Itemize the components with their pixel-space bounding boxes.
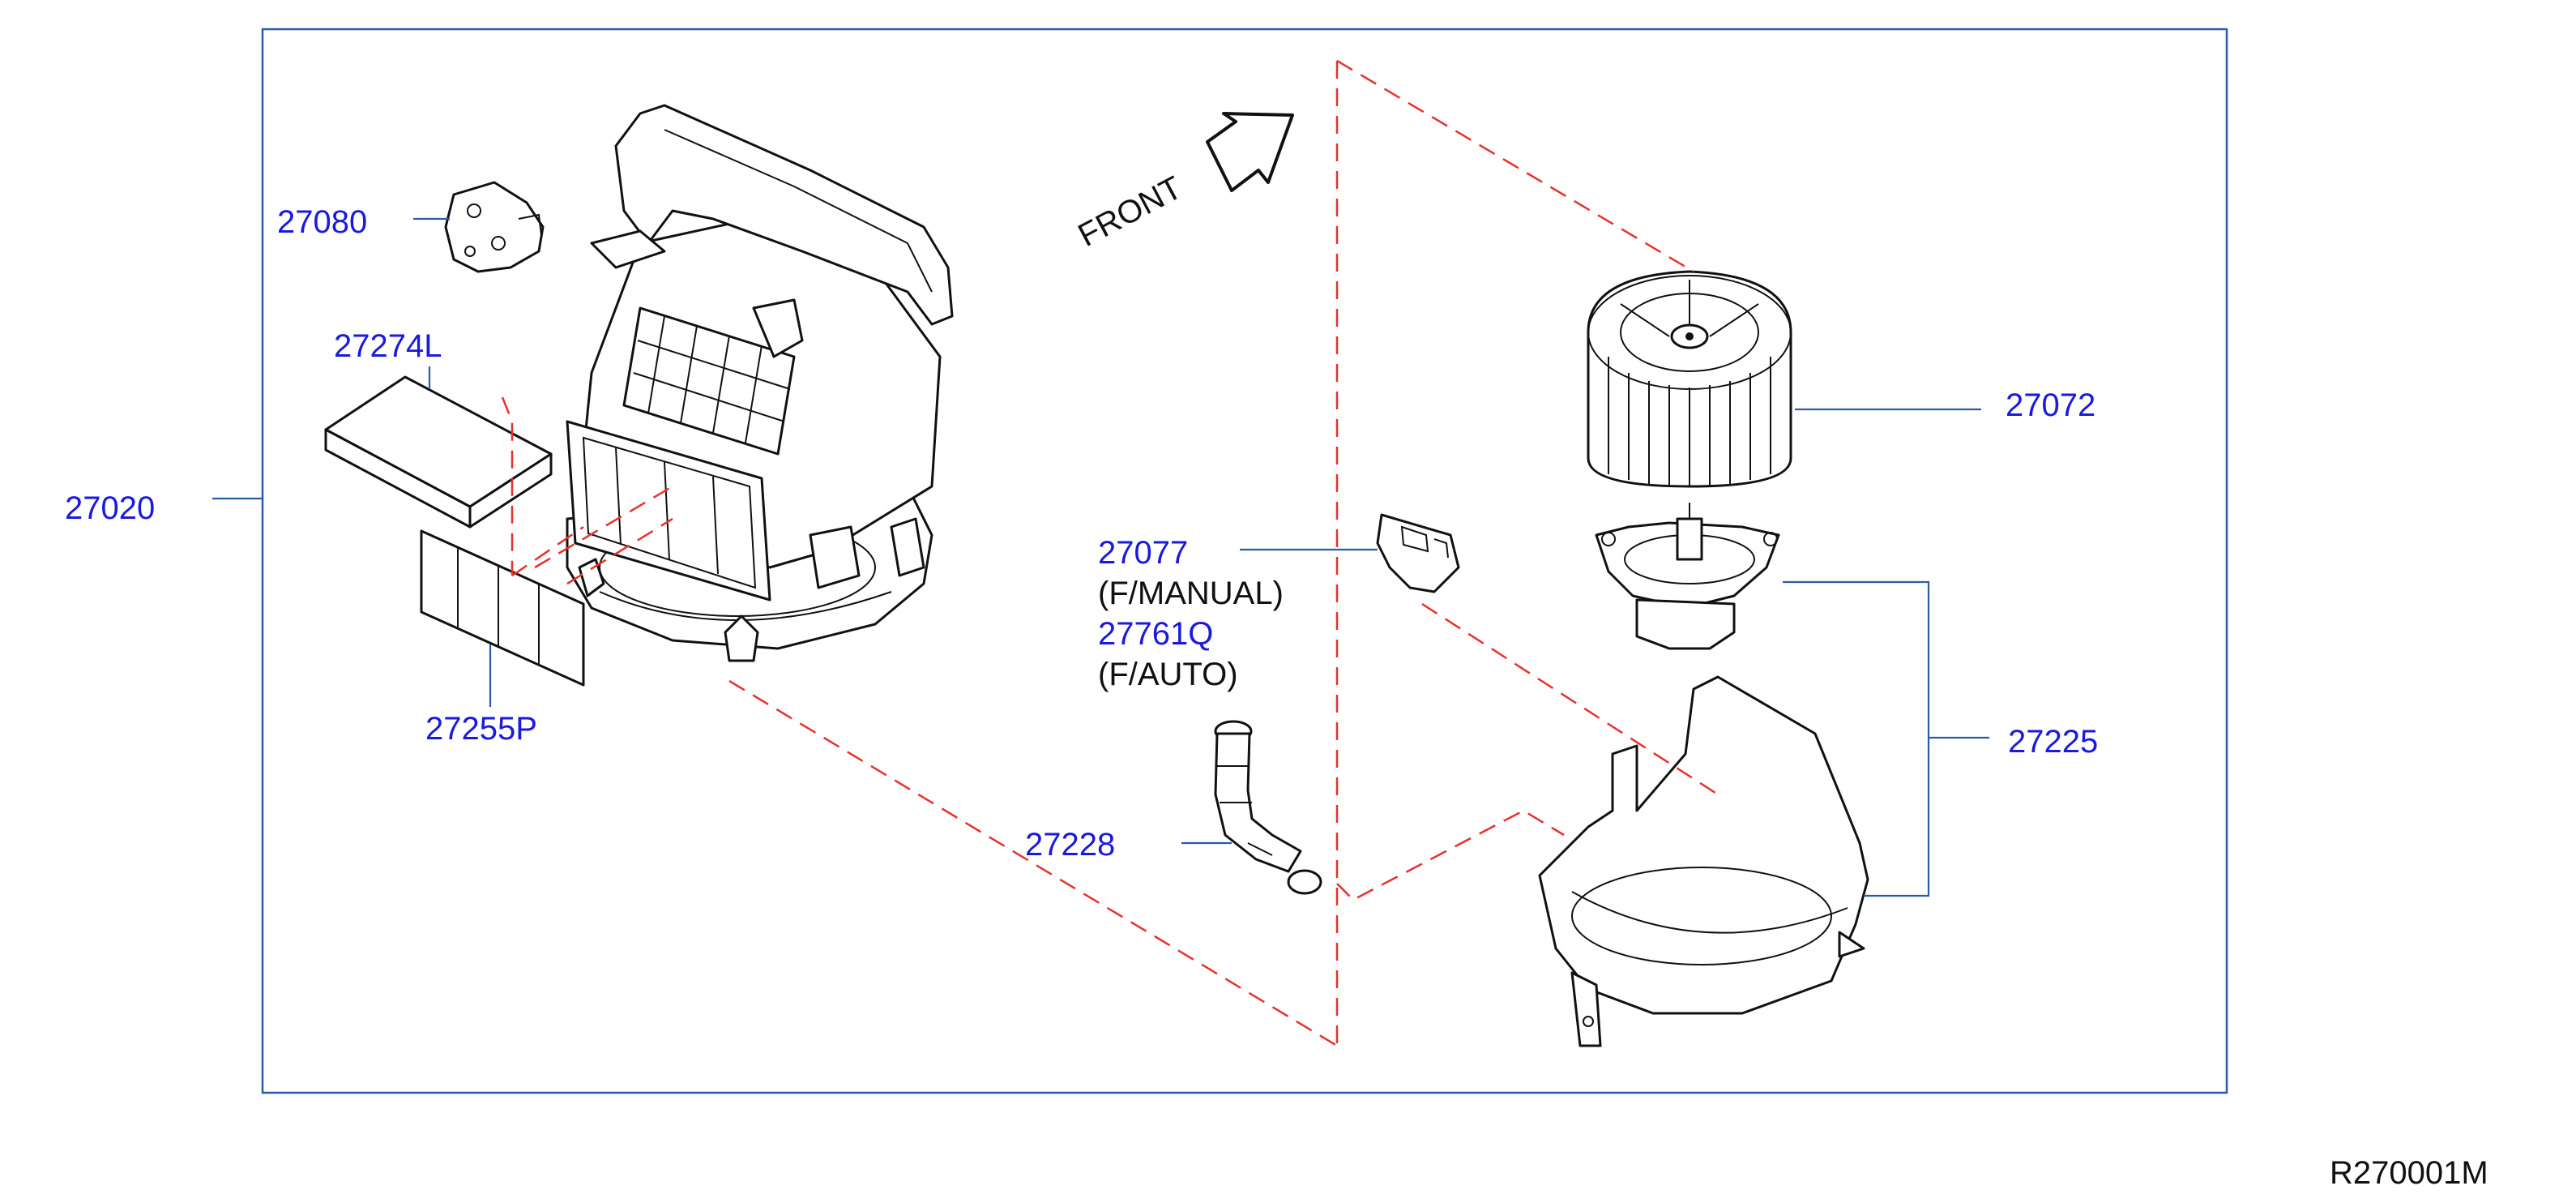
- part-number-27077: 27077: [1098, 535, 1188, 571]
- motor-drawing: [1595, 503, 1780, 650]
- part-number-27228: 27228: [1025, 827, 1115, 863]
- part-number-27072: 27072: [2006, 387, 2095, 423]
- air-filter-drawing: [420, 529, 585, 687]
- part-number-27255P: 27255P: [425, 711, 537, 747]
- part-number-27761Q: 27761Q: [1098, 616, 1213, 652]
- part-number-27080: 27080: [277, 204, 367, 240]
- front-label: FRONT: [1073, 169, 1188, 254]
- resistor-drawing: [1376, 513, 1460, 593]
- bracket-27080-drawing: [444, 181, 545, 273]
- part-number-27225: 27225: [2008, 724, 2098, 760]
- leader-lines: [212, 217, 1989, 897]
- part-note-f-auto: (F/AUTO): [1098, 657, 1238, 692]
- part-number-27274L: 27274L: [334, 328, 442, 364]
- blower-case-drawing: [1538, 675, 1869, 1047]
- part-note-f-manual: (F/MANUAL): [1098, 576, 1284, 611]
- aspirator-hose-drawing: [1214, 720, 1322, 895]
- front-arrow-icon: [1206, 112, 1294, 192]
- diagram-frame: [261, 28, 2228, 1094]
- fan-drawing: [1587, 270, 1792, 488]
- part-number-27020: 27020: [65, 490, 155, 526]
- diagram-id: R270001M: [2330, 1155, 2488, 1191]
- filter-cover-drawing: [324, 375, 553, 529]
- blower-unit-drawing: [566, 104, 954, 662]
- assembly-dashed-lines: [501, 59, 1719, 1047]
